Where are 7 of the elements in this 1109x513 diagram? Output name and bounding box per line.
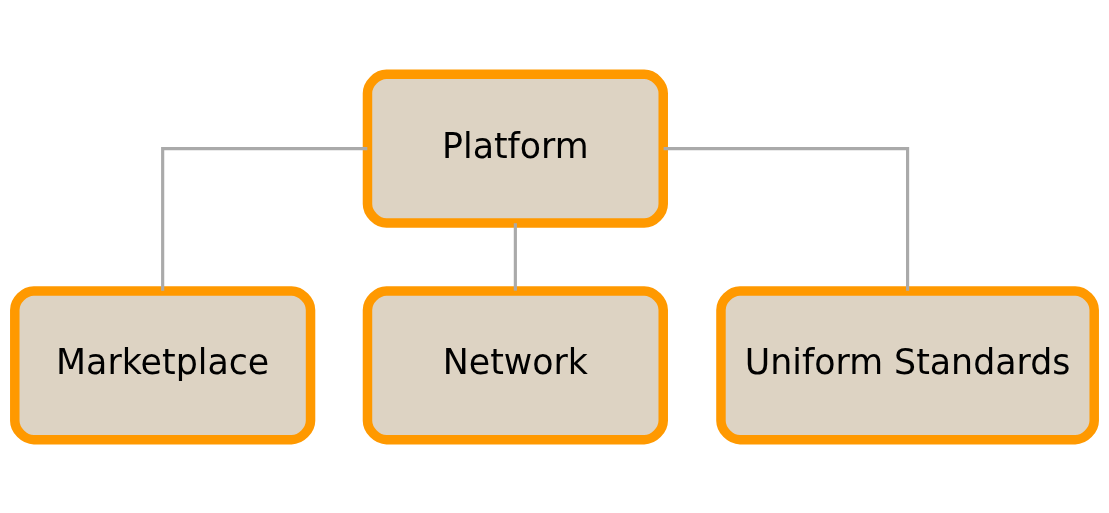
node-box: Network xyxy=(362,285,668,444)
node-box: Uniform Standards xyxy=(716,285,1099,444)
node-box: Platform xyxy=(362,69,668,228)
connector xyxy=(663,146,910,291)
node-box: Marketplace xyxy=(10,285,316,444)
connector xyxy=(513,222,517,291)
connector xyxy=(161,146,368,291)
